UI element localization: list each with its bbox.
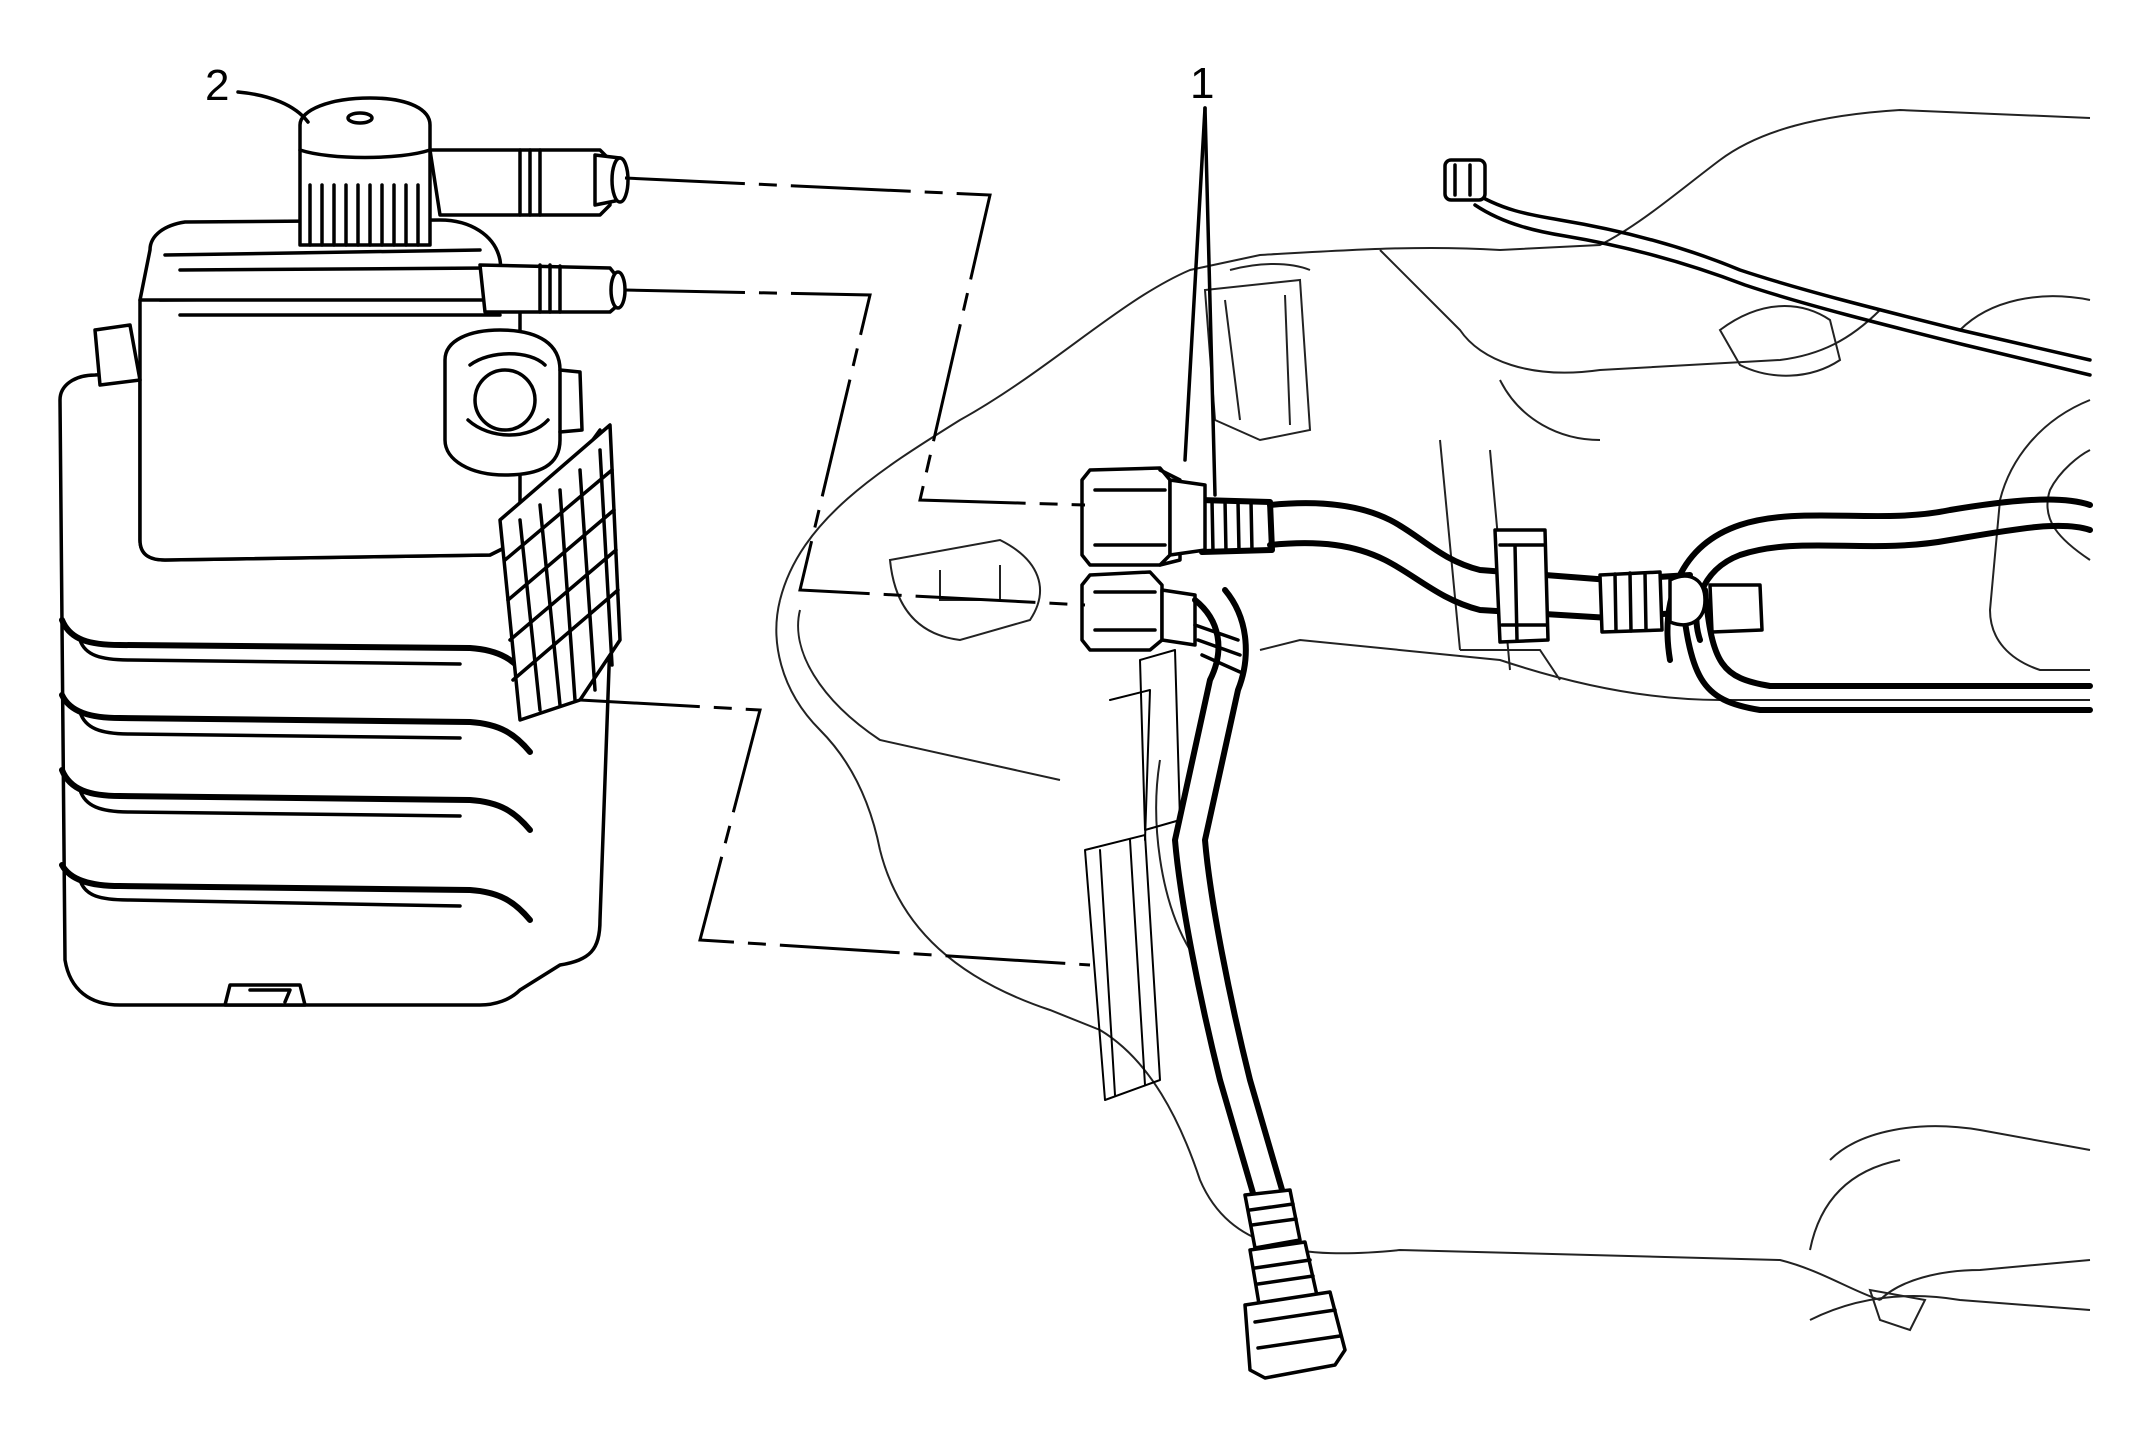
- callout-1: 1: [1190, 59, 1214, 108]
- evap-vapor-hose-assembly: [1080, 466, 1764, 1380]
- leader-line-1b: [1203, 106, 1217, 497]
- callouts: 1 2: [205, 59, 1217, 497]
- evap-canister: [58, 96, 630, 1007]
- wiring-harness: [1443, 158, 2092, 377]
- connection-lines: [579, 176, 1091, 967]
- fuel-tank-pipe: [1664, 496, 2093, 713]
- fuel-tank: [775, 108, 2091, 1332]
- callout-2: 2: [205, 61, 229, 110]
- leader-line-2: [236, 90, 310, 124]
- leader-line-1: [1183, 106, 1207, 462]
